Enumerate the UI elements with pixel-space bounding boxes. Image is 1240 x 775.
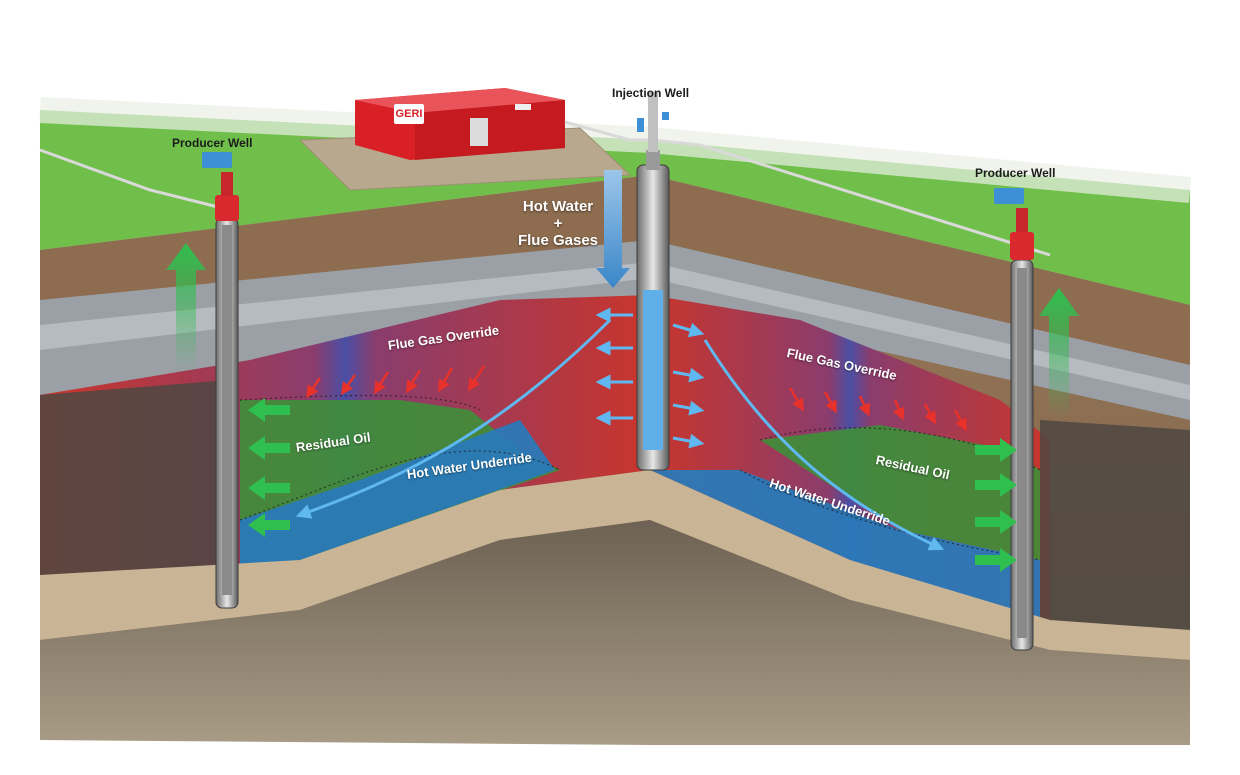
surface-pipelines bbox=[39, 120, 1051, 257]
inflow-arrows-left bbox=[248, 398, 290, 537]
injection-down-arrow-icon bbox=[596, 170, 630, 288]
wellhead-right bbox=[1010, 232, 1034, 260]
underride-flow-arrow-right bbox=[703, 339, 945, 551]
injection-radial-arrows bbox=[595, 307, 705, 449]
injection-valve-icon bbox=[637, 118, 644, 132]
producer-well-right-label: Producer Well bbox=[975, 166, 1056, 180]
injection-well-label: Injection Well bbox=[612, 86, 690, 100]
building-vent bbox=[515, 104, 531, 110]
hot-water-text: Hot Water bbox=[522, 198, 594, 215]
wellhead-cap-right bbox=[994, 188, 1024, 204]
producer-well-left bbox=[202, 152, 239, 609]
right-block-cross-section bbox=[650, 175, 1190, 745]
override-arrows-right bbox=[788, 387, 967, 432]
building-logo: GERI bbox=[394, 104, 424, 124]
underride-flow-arrow-left bbox=[295, 318, 612, 519]
producer-well-right bbox=[994, 188, 1034, 651]
geri-building bbox=[355, 88, 565, 160]
production-up-arrow-left-icon bbox=[166, 243, 206, 372]
production-up-arrow-right-icon bbox=[1039, 288, 1079, 418]
hot-water-flue-gases-label: Hot Water + Flue Gases bbox=[515, 198, 601, 249]
plus-text: + bbox=[553, 215, 563, 232]
injection-well bbox=[636, 92, 670, 471]
building-door bbox=[470, 118, 488, 146]
producer-well-left-label: Producer Well bbox=[172, 136, 253, 150]
wellhead-cap-left bbox=[202, 152, 232, 168]
inflow-arrows-right bbox=[975, 438, 1017, 572]
flue-gases-text: Flue Gases bbox=[517, 232, 599, 249]
wellhead-left bbox=[215, 195, 239, 221]
override-arrows-left bbox=[305, 365, 486, 399]
left-block-cross-section bbox=[40, 175, 650, 745]
